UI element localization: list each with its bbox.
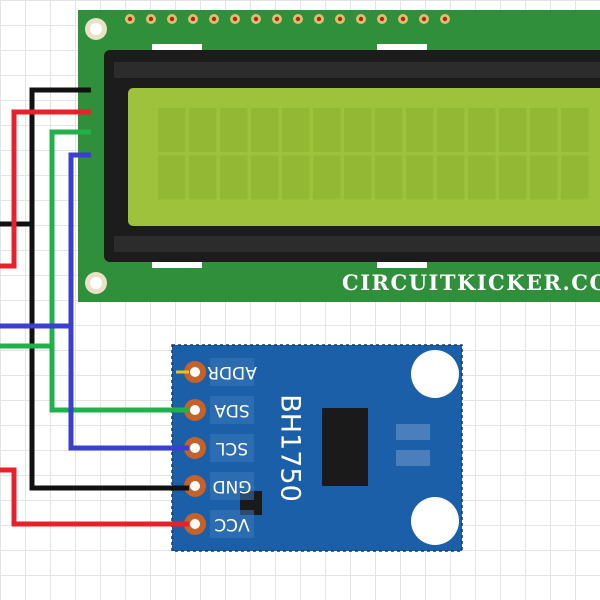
lcd-cell (189, 108, 217, 152)
smd-resistor (396, 424, 430, 440)
lcd-cell (406, 155, 434, 200)
header-pin-hole (358, 16, 364, 22)
header-pin-hole (337, 16, 343, 22)
lcd-cell (189, 155, 217, 200)
lcd-cell (158, 155, 186, 200)
lcd-cell (251, 108, 279, 152)
pin-label-plate (210, 434, 254, 462)
pin-label-addr: ADDR (207, 362, 257, 382)
lcd-mount-hole-bottom-inner (90, 277, 102, 289)
lcd-cell (344, 155, 372, 200)
header-pin-hole (295, 16, 301, 22)
lcd-cell (561, 155, 589, 200)
pin-hole (190, 481, 200, 491)
bh1750-module: BH1750 ADDR SDA SCL GND VCC (171, 344, 463, 552)
wire-vcc[interactable] (0, 109, 91, 269)
sensor-pins: ADDR SDA SCL GND VCC (184, 358, 257, 538)
lcd-header-pins (124, 10, 451, 30)
pin-label-scl: SCL (215, 438, 248, 458)
wiring (0, 87, 189, 527)
lcd-cell (282, 108, 310, 152)
lcd-cell (530, 155, 558, 200)
lcd-cell (313, 108, 341, 152)
lcd-tab (152, 44, 202, 50)
chip-label: BH1750 (275, 394, 306, 502)
header-pin-hole (190, 16, 196, 22)
header-pin-hole (169, 16, 175, 22)
wire-scl[interactable] (0, 152, 91, 329)
lcd-bezel-groove-bottom (114, 236, 600, 252)
lcd-cell (499, 108, 527, 152)
lcd-cell (220, 155, 248, 200)
pin-label-vcc: VCC (214, 514, 249, 534)
wire-gnd[interactable] (29, 87, 189, 491)
lcd-cell (282, 155, 310, 200)
header-pin-hole (421, 16, 427, 22)
lcd-cell (530, 108, 558, 152)
lcd-cell (375, 155, 403, 200)
lcd-cell (437, 108, 465, 152)
lcd-cell (561, 108, 589, 152)
lcd-mount-hole-top-inner (90, 23, 102, 35)
header-pin-hole (232, 16, 238, 22)
lcd-tab (152, 262, 202, 268)
lcd-cell (437, 155, 465, 200)
watermark-text: CIRCUITKICKER.COM (342, 270, 600, 295)
header-pin-hole (400, 16, 406, 22)
pin-hole (190, 367, 200, 377)
wire-scl-lower[interactable] (68, 326, 189, 451)
sensor-mount-hole-bottom (411, 497, 459, 545)
lcd-cell (220, 108, 248, 152)
lcd-tab (377, 262, 427, 268)
wire-vcc-lower[interactable] (0, 467, 189, 527)
header-pin-hole (253, 16, 259, 22)
lcd-cell (344, 108, 372, 152)
lcd-cell (468, 155, 496, 200)
pin-label-plate (210, 358, 254, 386)
pin-hole (190, 443, 200, 453)
header-pin-hole (442, 16, 448, 22)
pin-hole (190, 519, 200, 529)
wire-sda[interactable] (0, 129, 91, 349)
lcd-cell (158, 108, 186, 152)
lcd-tab (377, 44, 427, 50)
header-pin-hole (274, 16, 280, 22)
pin-label-gnd: GND (213, 476, 252, 496)
lcd-cell (499, 155, 527, 200)
lcd-bezel-groove-top (114, 62, 600, 78)
lcd-cell (313, 155, 341, 200)
pin-label-sda: SDA (214, 400, 250, 420)
pin-label-plate (210, 396, 254, 424)
pin-label-plate (210, 472, 254, 500)
header-pin-hole (316, 16, 322, 22)
lcd-cell (375, 108, 403, 152)
lcd-cell (251, 155, 279, 200)
pin-label-plate (210, 510, 254, 538)
header-pin-hole (148, 16, 154, 22)
lcd-cell (468, 108, 496, 152)
header-pin-hole (127, 16, 133, 22)
lcd-module: CIRCUITKICKER.COM (78, 10, 600, 302)
sensor-chip (322, 408, 368, 486)
lcd-cell (406, 108, 434, 152)
lcd-character-cells (158, 108, 589, 200)
wire-sda-lower[interactable] (49, 346, 189, 413)
header-pin-hole (379, 16, 385, 22)
sensor-mount-hole-top (411, 350, 459, 398)
pin-hole (190, 405, 200, 415)
smd-resistor (396, 450, 430, 466)
header-pin-hole (211, 16, 217, 22)
